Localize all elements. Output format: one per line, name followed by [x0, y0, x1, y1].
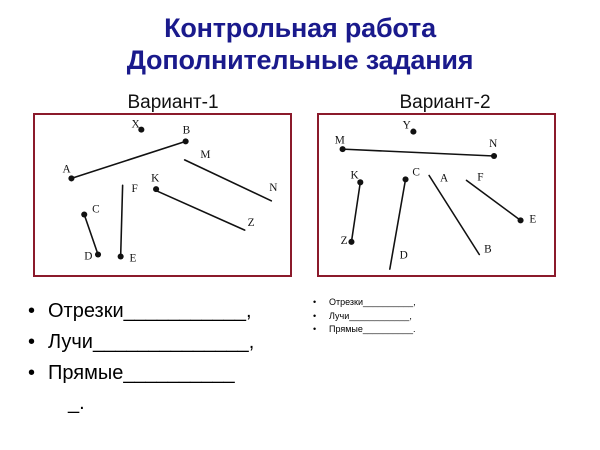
segment-M-N	[341, 148, 495, 157]
variant-2-figure: Y M N K C A F E Z B D	[335, 120, 536, 270]
vertex-dot-icon-d	[94, 251, 102, 258]
point-label-z: Z	[341, 235, 348, 247]
point-label-a: A	[63, 164, 72, 176]
answers-list-variant-2: •Отрезки__________,•Лучи____________,•Пр…	[313, 296, 543, 337]
answer-punctuation: ,	[413, 297, 416, 307]
bullet-icon: •	[28, 300, 36, 322]
list-item-content: Отрезки___________,	[48, 296, 252, 327]
point-label-n: N	[489, 138, 497, 150]
vertex-dot-icon-y	[410, 128, 417, 135]
vertex-dot-icon-c	[81, 211, 88, 218]
answer-punctuation: ,	[409, 310, 412, 321]
answer-punctuation: .	[412, 324, 416, 334]
ray-F-E	[119, 184, 124, 258]
point-label-a: A	[440, 172, 449, 184]
list-item: • Лучи______________,	[28, 327, 328, 358]
list-item-content: Прямые__________	[48, 358, 235, 389]
segment-A-B	[70, 140, 187, 180]
vertex-dot-icon-z	[348, 238, 355, 245]
answer-blank[interactable]: ____________	[349, 310, 410, 321]
answer-label: Лучи	[48, 331, 93, 353]
list-item: • Прямые__________.	[313, 323, 543, 337]
answer-label: Отрезки	[48, 300, 124, 322]
vertex-dot-icon-x	[138, 126, 145, 133]
list-item-content: Прямые__________.	[329, 323, 416, 337]
title-line-1: Контрольная работа	[164, 13, 436, 43]
point-label-k: K	[151, 172, 160, 184]
point-label-b: B	[484, 244, 492, 256]
point-label-d: D	[84, 250, 92, 262]
point-label-e: E	[130, 252, 137, 264]
bullet-icon: •	[28, 362, 36, 384]
answers-list-variant-1: • Отрезки___________, • Лучи______________,…	[28, 296, 328, 417]
point-label-c: C	[412, 167, 420, 179]
point-label-x: X	[131, 119, 139, 131]
answer-blank-tail[interactable]: _.	[68, 392, 85, 414]
list-item-content: Лучи______________,	[48, 327, 254, 358]
bullet-icon: •	[313, 324, 317, 334]
list-item: • Отрезки__________,	[313, 296, 543, 310]
point-label-y: Y	[403, 120, 411, 132]
list-item: • Лучи____________,	[313, 310, 543, 324]
answer-label: Отрезки	[329, 297, 364, 307]
line-M-N	[183, 159, 273, 202]
answer-blank[interactable]: ___________	[123, 300, 246, 322]
vertex-dot-icon-b	[182, 138, 189, 145]
vertex-dot-icon-n	[490, 152, 498, 159]
answer-blank[interactable]: __________	[362, 324, 413, 334]
point-label-c: C	[92, 204, 100, 216]
vertex-dot-icon-k	[357, 179, 364, 186]
title-line-2: Дополнительные задания	[126, 45, 474, 75]
variant-2-caption: Вариант-2	[399, 92, 491, 113]
bullet-icon: •	[313, 297, 317, 307]
point-label-m: M	[200, 149, 210, 161]
point-label-b: B	[183, 125, 191, 137]
answer-label: Прямые	[329, 324, 363, 334]
answer-blank[interactable]: __________	[363, 297, 414, 307]
point-label-f: F	[477, 171, 483, 183]
line-K-Z	[156, 190, 246, 231]
answer-blank-continuation[interactable]: _.	[28, 389, 328, 417]
vertex-dot-icon-c	[402, 176, 409, 183]
variant-1-diagram-frame: X B A M N K Z F C D E	[33, 113, 292, 277]
vertex-dot-icon-m	[339, 146, 346, 153]
variant-1-caption: Вариант-1	[127, 92, 219, 113]
list-item: • Отрезки___________,	[28, 296, 328, 327]
variant-2-diagram-frame: Y M N K C A F E Z B D	[317, 113, 556, 277]
answer-label: Прямые	[48, 362, 124, 384]
answer-punctuation: ,	[248, 331, 255, 353]
vertex-dot-icon-e	[117, 253, 124, 260]
list-item: • Прямые__________	[28, 358, 328, 389]
line-A-B	[428, 174, 481, 256]
page-title: Контрольная работа Дополнительные задани…	[0, 12, 600, 76]
variant-1-figure: X B A M N K Z F C D E	[63, 119, 278, 265]
point-label-n: N	[269, 182, 277, 194]
point-label-d: D	[400, 249, 408, 261]
answer-blank[interactable]: __________	[123, 362, 235, 384]
segment-K-Z	[350, 181, 362, 243]
point-label-k: K	[350, 169, 359, 181]
segment-C-D	[83, 213, 99, 256]
answer-blank[interactable]: ______________	[92, 331, 249, 353]
answer-label: Лучи	[329, 310, 350, 321]
ray-F-E	[465, 179, 522, 222]
bullet-icon: •	[313, 310, 317, 321]
ray-C-D	[389, 178, 407, 270]
point-label-m: M	[335, 134, 345, 146]
point-label-e: E	[529, 213, 536, 225]
vertex-dot-icon-k	[153, 186, 160, 193]
point-label-f: F	[131, 183, 137, 195]
list-item-content: Лучи____________,	[329, 310, 412, 324]
vertex-dot-icon-e	[517, 217, 524, 224]
bullet-icon: •	[28, 331, 36, 353]
answer-punctuation: ,	[245, 300, 252, 322]
vertex-dot-icon-a	[68, 175, 75, 182]
point-label-z: Z	[248, 217, 255, 229]
list-item-content: Отрезки__________,	[329, 296, 416, 310]
